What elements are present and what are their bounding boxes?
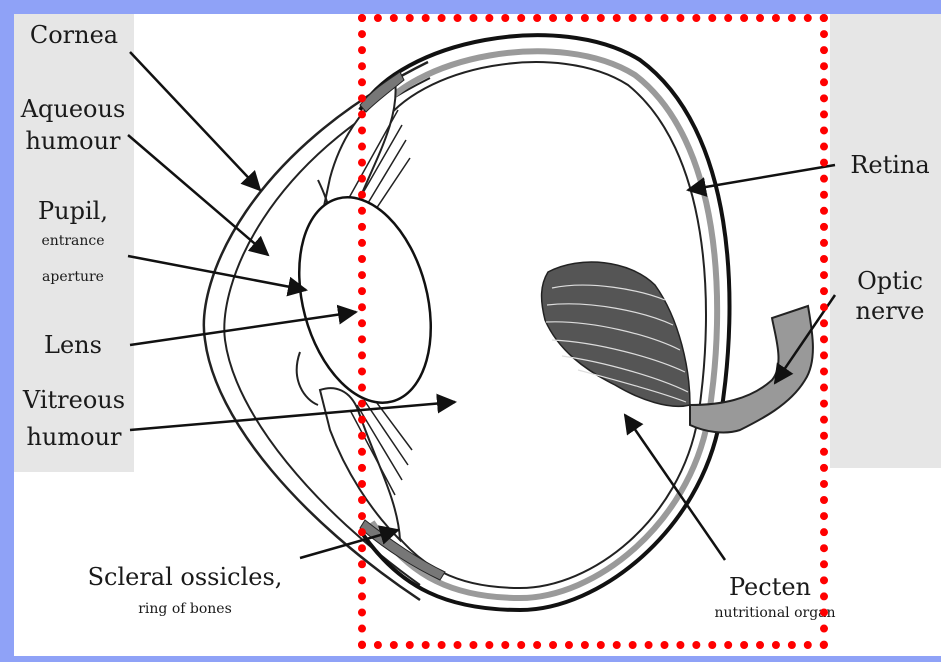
label-scleral-line1: Scleral ossicles, [70, 562, 300, 592]
label-vitreous-line1: Vitreous [14, 385, 134, 415]
label-lens: Lens [18, 330, 128, 360]
label-pupil-line1: Pupil, [18, 196, 128, 226]
label-optic-line1: Optic [840, 266, 940, 296]
label-pupil-line3: aperture [18, 268, 128, 286]
label-aqueous-line1: Aqueous [18, 94, 128, 124]
label-scleral-line2: ring of bones [70, 600, 300, 618]
highlight-box [358, 14, 828, 649]
label-optic-line2: nerve [840, 296, 940, 326]
label-aqueous-line2: humour [18, 126, 128, 156]
iris-bottom [297, 352, 318, 405]
label-pupil-line2: entrance [18, 232, 128, 250]
label-vitreous-line2: humour [14, 422, 134, 452]
label-cornea: Cornea [24, 20, 124, 50]
label-retina: Retina [840, 150, 940, 180]
